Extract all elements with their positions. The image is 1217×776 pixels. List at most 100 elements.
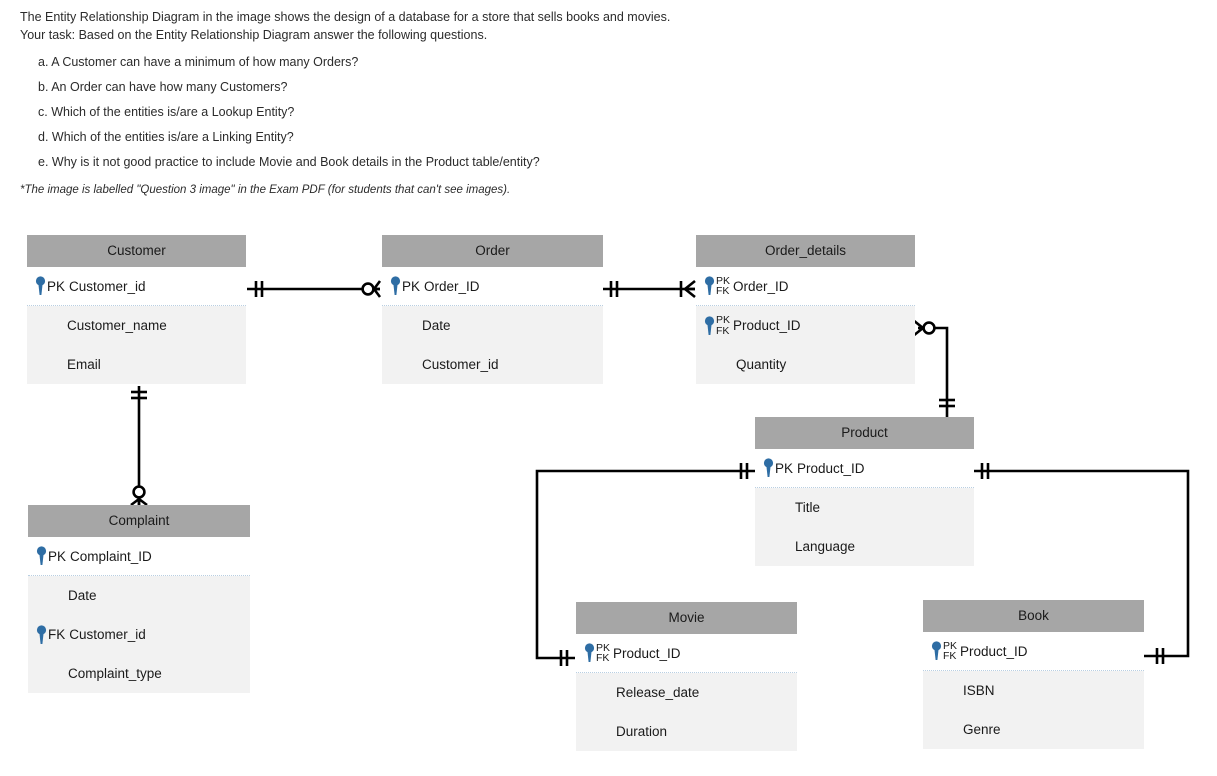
entity-fields-complaint: PK Complaint_ID Date FK Customer_id Comp… (28, 537, 250, 693)
pk-label: PK (716, 314, 731, 326)
field-name: Language (795, 539, 856, 554)
field-row[interactable]: Date (382, 306, 603, 345)
cardinality-one-and-only-one-product-movie (739, 463, 749, 479)
field-row[interactable]: ISBN (923, 671, 1144, 710)
field-row[interactable]: Complaint_type (28, 654, 250, 693)
question-item-a: a. A Customer can have a minimum of how … (38, 55, 359, 69)
field-name: Genre (963, 722, 1001, 737)
field-name: Email (67, 357, 101, 372)
field-row[interactable]: Customer_id (382, 345, 603, 384)
fk-label: FK (943, 650, 957, 662)
cardinality-zero-or-many-complaint-customer (130, 485, 148, 507)
field-name: Title (795, 500, 821, 515)
cardinality-one-and-only-one-product-book (980, 463, 990, 479)
field-row[interactable]: Language (755, 527, 974, 566)
field-row[interactable]: PK Order_ID (382, 267, 603, 306)
question-item-e: e. Why is it not good practice to includ… (38, 155, 540, 169)
field-name: Complaint_type (68, 666, 162, 681)
entity-order[interactable]: Order PK Order_ID Date Customer_id (382, 235, 603, 384)
field-row[interactable]: Customer_name (27, 306, 246, 345)
connector-product-book (974, 469, 1190, 658)
key-icon (704, 276, 715, 296)
pk-label: PK (716, 274, 731, 287)
field-name: Date (422, 318, 451, 333)
entity-product[interactable]: Product PK Product_ID Title Language (755, 417, 974, 566)
field-name: Customer_id (69, 278, 146, 294)
field-name: Release_date (616, 685, 700, 700)
fk-label: FK (716, 324, 730, 337)
field-name: Product_ID (797, 460, 865, 476)
field-row[interactable]: Title (755, 488, 974, 527)
field-row[interactable]: PK Complaint_ID (28, 537, 250, 576)
fk-label: FK (596, 652, 610, 664)
field-row[interactable]: Duration (576, 712, 797, 751)
field-name: Product_ID (733, 318, 801, 333)
entity-customer[interactable]: Customer PK Customer_id Customer_name Em… (27, 235, 246, 384)
pk-label: PK (596, 641, 611, 654)
entity-title-customer: Customer (27, 235, 246, 267)
key-icon (35, 276, 46, 296)
field-name: Order_ID (424, 278, 480, 294)
field-row[interactable]: FK Customer_id (28, 615, 250, 654)
entity-title-order: Order (382, 235, 603, 267)
field-row[interactable]: Quantity (696, 345, 915, 384)
cardinality-one-and-only-one-customer-complaint (131, 390, 147, 400)
key-icon (704, 315, 715, 336)
field-row[interactable]: Email (27, 345, 246, 384)
question-list: a. A Customer can have a minimum of how … (20, 54, 1020, 170)
key-icon (763, 458, 774, 478)
question-item-c: c. Which of the entities is/are a Lookup… (38, 105, 295, 119)
pk-label: PK (943, 639, 958, 652)
question-item-b: b. An Order can have how many Customers? (38, 80, 288, 94)
key-icon (390, 276, 401, 296)
key-icon (584, 643, 595, 663)
field-row[interactable]: PK Customer_id (27, 267, 246, 306)
field-name: Quantity (736, 357, 787, 372)
field-row[interactable]: Release_date (576, 673, 797, 712)
field-name: Product_ID (960, 643, 1028, 659)
connector-orderdetails-product (930, 326, 949, 428)
field-row[interactable]: PK Product_ID (755, 449, 974, 488)
cardinality-one-and-only-one-book-product (1155, 648, 1165, 664)
field-name: ISBN (963, 683, 995, 698)
question-note: *The image is labelled "Question 3 image… (20, 184, 511, 196)
cardinality-one-or-many-orderdetails-order (679, 279, 696, 299)
field-name: Date (68, 588, 97, 603)
entity-title-movie: Movie (576, 602, 797, 634)
entity-fields-order: PK Order_ID Date Customer_id (382, 267, 603, 384)
entity-complaint[interactable]: Complaint PK Complaint_ID Date FK Custom… (28, 505, 250, 693)
field-key-flag: PK (775, 460, 794, 476)
field-name: Complaint_ID (70, 548, 152, 564)
cardinality-one-and-only-one-product-orderdetails (939, 398, 955, 408)
entity-title-order-details: Order_details (696, 235, 915, 267)
entity-title-book: Book (923, 600, 1144, 632)
question-block: The Entity Relationship Diagram in the i… (20, 8, 1020, 196)
question-intro-line-1: The Entity Relationship Diagram in the i… (20, 10, 671, 24)
cardinality-zero-or-many-orderdetails-product (912, 318, 936, 338)
key-icon (931, 641, 942, 661)
field-key-flag: FK (48, 627, 66, 642)
fk-label: FK (716, 285, 730, 297)
field-row[interactable]: Genre (923, 710, 1144, 749)
field-name: Product_ID (613, 645, 681, 661)
field-row[interactable]: Date (28, 576, 250, 615)
field-name: Customer_id (69, 627, 146, 642)
key-icon (36, 546, 47, 566)
cardinality-one-and-only-one-order-orderdetails (609, 281, 619, 297)
entity-title-product: Product (755, 417, 974, 449)
question-intro-line-2: Your task: Based on the Entity Relations… (20, 28, 488, 42)
field-key-flag: PK (402, 278, 421, 294)
